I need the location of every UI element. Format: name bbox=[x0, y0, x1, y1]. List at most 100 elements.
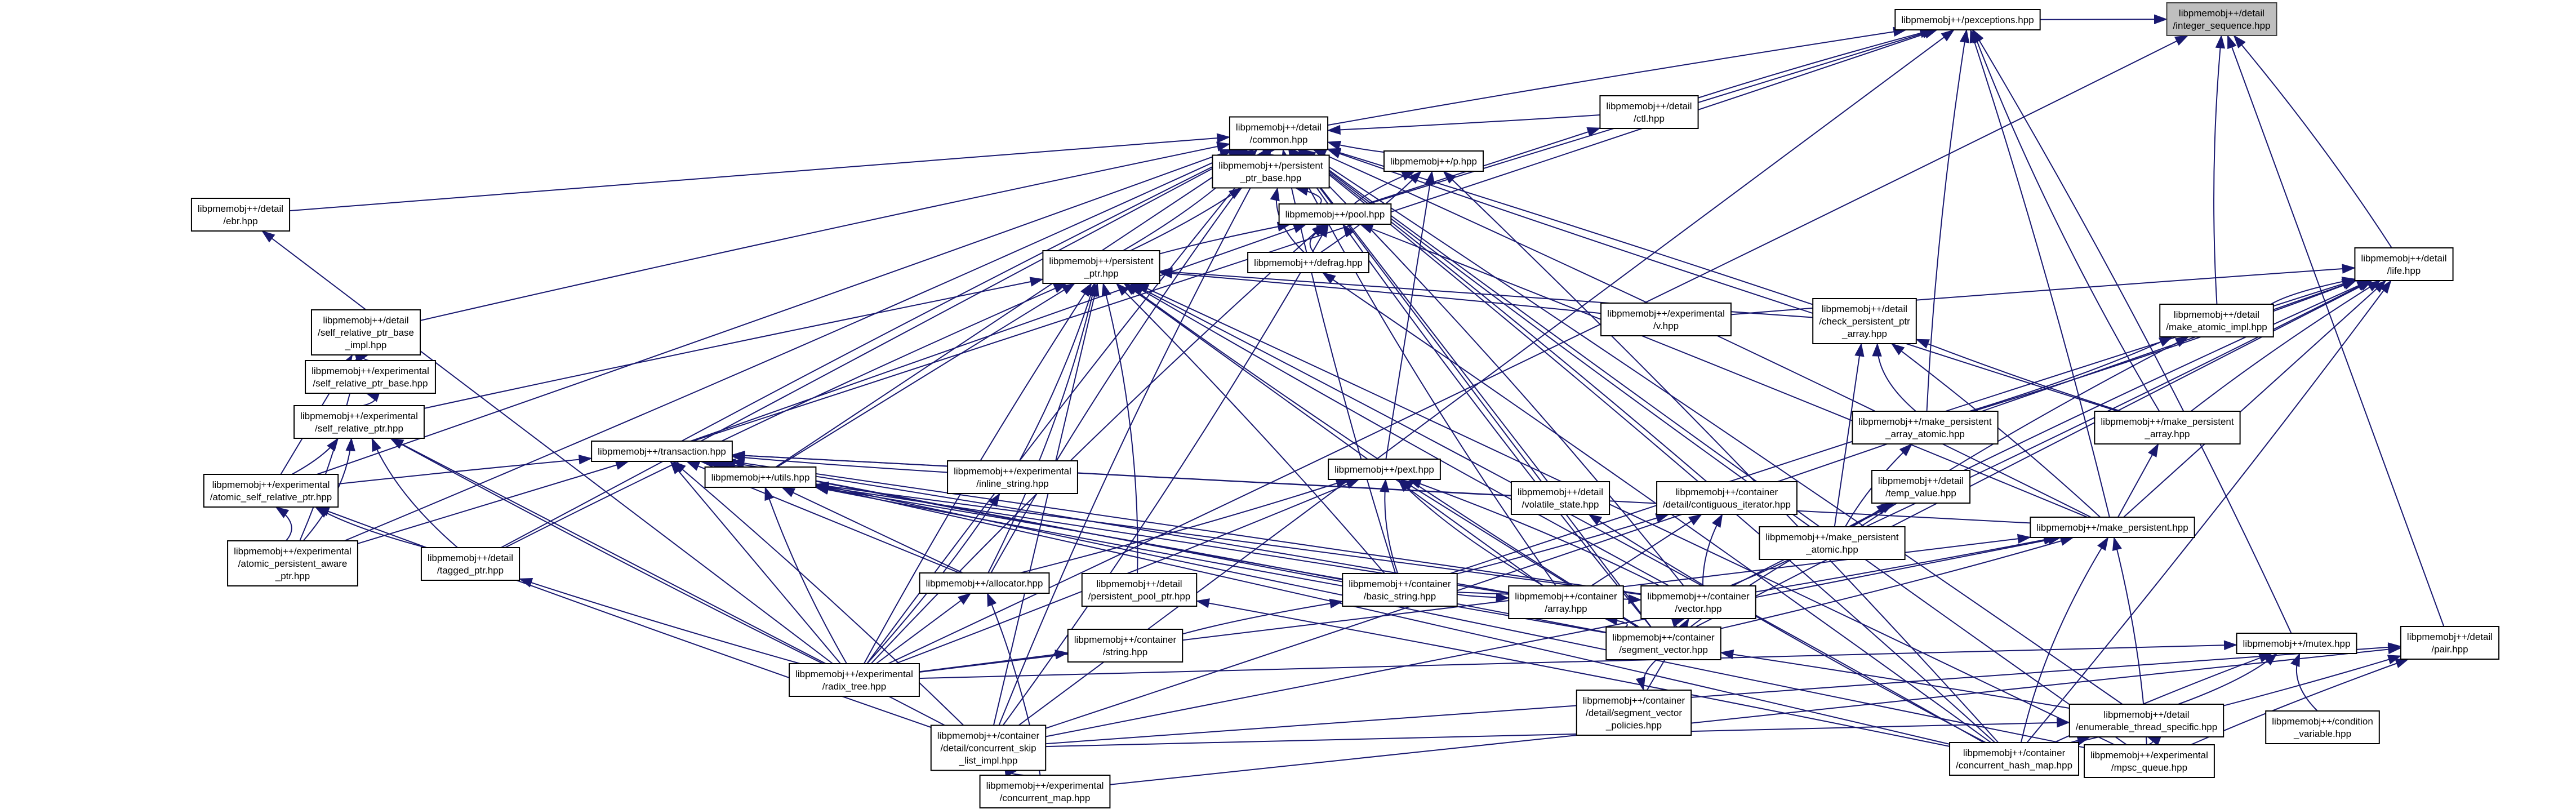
node-string[interactable]: libpmemobj++/container/string.hpp bbox=[1067, 629, 1184, 663]
node-enumerable-thread-specific[interactable]: libpmemobj++/detail/enumerable_thread_sp… bbox=[2068, 704, 2224, 737]
node-array[interactable]: libpmemobj++/container/array.hpp bbox=[1508, 585, 1624, 619]
node-label: _array_atomic.hpp bbox=[1885, 429, 1965, 439]
node-mpsc-queue[interactable]: libpmemobj++/experimental/mpsc_queue.hpp bbox=[2084, 744, 2215, 778]
edge-line bbox=[1720, 652, 2070, 709]
node-ctl[interactable]: libpmemobj++/detail/ctl.hpp bbox=[1599, 95, 1699, 129]
node-self-relative-ptr-base[interactable]: libpmemobj++/experimental/self_relative_… bbox=[305, 360, 436, 394]
arrowhead-icon bbox=[1588, 514, 1603, 526]
node-label: libpmemobj++/detail bbox=[198, 203, 283, 214]
node-persistent-ptr[interactable]: libpmemobj++/persistent_ptr.hpp bbox=[1042, 250, 1160, 284]
node-pexceptions[interactable]: libpmemobj++/pexceptions.hpp bbox=[1894, 9, 2041, 30]
arrowhead-icon bbox=[615, 460, 630, 470]
node-self-relative-ptr-base-impl[interactable]: libpmemobj++/detail/self_relative_ptr_ba… bbox=[310, 309, 421, 355]
node-pool[interactable]: libpmemobj++/pool.hpp bbox=[1278, 203, 1392, 225]
node-make-persistent-array[interactable]: libpmemobj++/make_persistent_array.hpp bbox=[2094, 411, 2241, 444]
node-make-persistent[interactable]: libpmemobj++/make_persistent.hpp bbox=[2030, 517, 2195, 538]
edge-line bbox=[1327, 29, 1906, 126]
node-box bbox=[1510, 481, 1610, 515]
arrowhead-icon bbox=[1915, 339, 1930, 349]
node-self-relative-ptr[interactable]: libpmemobj++/experimental/self_relative_… bbox=[293, 405, 425, 439]
edge-radix-tree-to-integer-sequence bbox=[888, 35, 2189, 664]
node-atomic-self-relative-ptr[interactable]: libpmemobj++/experimental/atomic_self_re… bbox=[203, 474, 339, 508]
arrowhead-icon bbox=[275, 506, 290, 518]
node-label: libpmemobj++/condition bbox=[2272, 716, 2373, 727]
edge-line bbox=[1018, 29, 1955, 726]
edge-persistent-ptr-to-persistent-ptr-base bbox=[1130, 187, 1243, 251]
node-basic-string[interactable]: libpmemobj++/container/basic_string.hpp bbox=[1342, 573, 1458, 607]
node-defrag[interactable]: libpmemobj++/defrag.hpp bbox=[1247, 252, 1369, 273]
node-label: _ptr.hpp bbox=[1083, 268, 1118, 279]
node-contiguous-iterator[interactable]: libpmemobj++/container/detail/contiguous… bbox=[1656, 481, 1798, 515]
arrowhead-icon bbox=[958, 593, 972, 605]
node-label: libpmemobj++/persistent bbox=[1218, 161, 1323, 171]
edge-line bbox=[424, 278, 1043, 409]
node-integer-sequence[interactable]: libpmemobj++/detail/integer_sequence.hpp bbox=[2166, 2, 2277, 36]
node-persistent-ptr-base[interactable]: libpmemobj++/persistent _ptr_base.hpp bbox=[1212, 154, 1330, 189]
arrowhead-icon bbox=[2174, 35, 2189, 46]
edge-line bbox=[776, 283, 1075, 468]
node-label: libpmemobj++/p.hpp bbox=[1390, 156, 1477, 167]
edge-line bbox=[815, 487, 1607, 634]
node-vector[interactable]: libpmemobj++/container/vector.hpp bbox=[1640, 585, 1756, 619]
node-inline-string[interactable]: libpmemobj++/experimental/inline_string.… bbox=[947, 460, 1078, 494]
node-atomic-persistent-aware-ptr[interactable]: libpmemobj++/experimental/atomic_persist… bbox=[227, 540, 358, 586]
arrowhead-icon bbox=[1628, 594, 1642, 604]
node-temp-value[interactable]: libpmemobj++/detail/temp_value.hpp bbox=[1871, 470, 1971, 504]
node-volatile-state[interactable]: libpmemobj++/detail/volatile_state.hpp bbox=[1510, 481, 1610, 515]
node-label: _ptr_base.hpp bbox=[1240, 173, 1302, 184]
edge-radix-tree-to-pext bbox=[895, 479, 1360, 664]
node-make-persistent-atomic[interactable]: libpmemobj++/make_persistent_atomic.hpp bbox=[1759, 526, 1906, 560]
edge-line bbox=[1328, 114, 1600, 131]
edge-concurrent-hash-map-to-persistent-pool-ptr bbox=[1195, 598, 1950, 747]
node-label: _atomic.hpp bbox=[1805, 544, 1858, 555]
node-label: _policies.hpp bbox=[1605, 720, 1662, 731]
node-transaction[interactable]: libpmemobj++/transaction.hpp bbox=[591, 441, 733, 462]
edge-line bbox=[1130, 187, 1243, 251]
node-label: libpmemobj++/container bbox=[1612, 632, 1715, 643]
node-label: libpmemobj++/make_persistent bbox=[1858, 416, 1992, 427]
edge-line bbox=[1926, 29, 1968, 412]
edge-line bbox=[1443, 171, 1999, 743]
arrowhead-icon bbox=[261, 230, 275, 243]
arrowhead-icon bbox=[1872, 343, 1882, 357]
edge-radix-tree-to-mutex bbox=[919, 640, 2238, 679]
arrowhead-icon bbox=[2158, 336, 2173, 347]
arrowhead-icon bbox=[1055, 650, 1069, 660]
node-pext[interactable]: libpmemobj++/pext.hpp bbox=[1328, 459, 1441, 480]
node-radix-tree[interactable]: libpmemobj++/experimental/radix_tree.hpp bbox=[789, 663, 920, 697]
node-condition-variable[interactable]: libpmemobj++/condition_variable.hpp bbox=[2265, 710, 2380, 744]
node-make-persistent-array-atomic[interactable]: libpmemobj++/make_persistent _array_atomi… bbox=[1852, 411, 1999, 444]
node-tagged-ptr[interactable]: libpmemobj++/detail/tagged_ptr.hpp bbox=[420, 547, 520, 581]
node-label: libpmemobj++/container bbox=[1074, 634, 1177, 645]
node-persistent-pool-ptr[interactable]: libpmemobj++/detail/persistent_pool_ptr.… bbox=[1081, 573, 1198, 607]
arrowhead-icon bbox=[2395, 659, 2409, 668]
node-segment-vector-policies[interactable]: libpmemobj++/container/detail/segment_ve… bbox=[1576, 690, 1692, 736]
node-concurrent-hash-map[interactable]: libpmemobj++/container/concurrent_hash_m… bbox=[1949, 742, 2080, 776]
node-life[interactable]: libpmemobj++/detail/life.hpp bbox=[2354, 247, 2454, 281]
node-allocator[interactable]: libpmemobj++/allocator.hpp bbox=[919, 572, 1050, 594]
node-make-atomic-impl[interactable]: libpmemobj++/detail/make_atomic_impl.hpp bbox=[2159, 304, 2274, 337]
edge-line bbox=[732, 456, 948, 473]
node-utils[interactable]: libpmemobj++/utils.hpp bbox=[704, 466, 817, 488]
node-concurrent-map[interactable]: libpmemobj++/experimental/concurrent_map… bbox=[979, 775, 1111, 808]
edge-make-persistent-array-atomic-to-make-atomic-impl bbox=[1969, 336, 2173, 412]
arrowhead-icon bbox=[1318, 223, 1329, 238]
node-exp-v[interactable]: libpmemobj++/experimental/v.hpp bbox=[1600, 303, 1732, 336]
node-pair[interactable]: libpmemobj++/detail/pair.hpp bbox=[2400, 626, 2500, 660]
node-check-persistent-ptr-array[interactable]: libpmemobj++/detail/check_persistent_ptr… bbox=[1812, 298, 1917, 344]
node-common[interactable]: libpmemobj++/detail/common.hpp bbox=[1229, 116, 1329, 150]
node-label: /tagged_ptr.hpp bbox=[437, 565, 504, 576]
node-concurrent-skip-list-impl[interactable]: libpmemobj++/container/detail/concurrent… bbox=[930, 724, 1047, 771]
edge-line bbox=[673, 461, 964, 726]
node-label: /common.hpp bbox=[1250, 135, 1308, 145]
node-ebr[interactable]: libpmemobj++/detail/ebr.hpp bbox=[190, 198, 291, 232]
arrowhead-icon bbox=[1712, 513, 1723, 528]
edge-line bbox=[1973, 280, 2356, 412]
node-box bbox=[591, 441, 733, 462]
node-label: /self_relative_ptr_base.hpp bbox=[313, 378, 428, 389]
edge-atomic-persistent-aware-ptr-to-atomic-self-relative-ptr bbox=[275, 506, 292, 541]
arrowhead-icon bbox=[2215, 34, 2226, 49]
node-segment-vector[interactable]: libpmemobj++/container/segment_vector.hp… bbox=[1605, 626, 1721, 660]
node-mutex[interactable]: libpmemobj++/mutex.hpp bbox=[2236, 633, 2357, 654]
node-p[interactable]: libpmemobj++/p.hpp bbox=[1383, 150, 1484, 172]
